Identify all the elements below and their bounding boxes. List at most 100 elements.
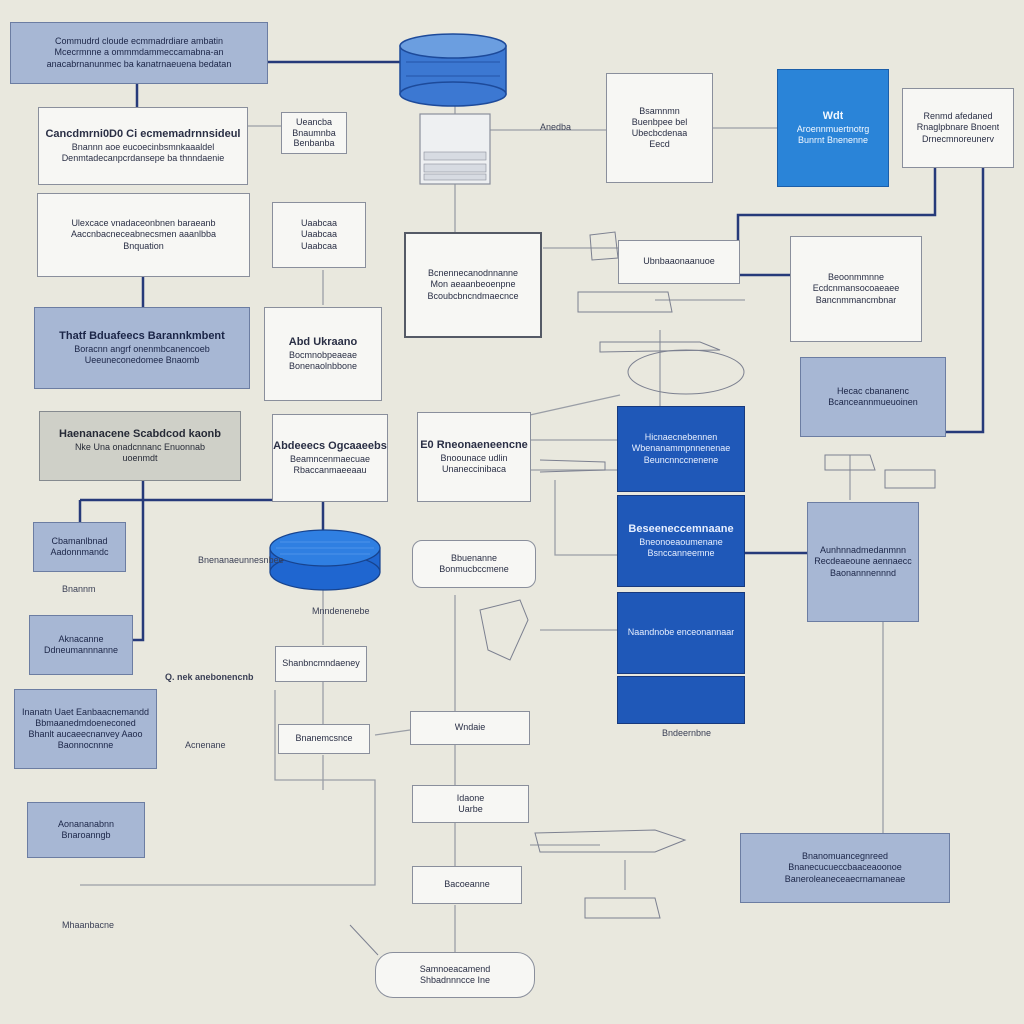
device-sketch xyxy=(599,341,721,353)
node-text: Wndaie xyxy=(454,722,486,733)
node-text: Cancdmrni0D0 Ci ecmemadrnnsideul xyxy=(45,127,241,140)
connector xyxy=(80,690,376,886)
node-text: anacabrnanunmec ba kanatrnaeuena bedatan xyxy=(46,58,232,69)
node-text: Unaneccinibaca xyxy=(441,463,507,474)
node-text: Baonannnennnd xyxy=(829,567,897,578)
node-text: uoenmdt xyxy=(122,452,158,463)
device-sketch xyxy=(589,231,619,261)
node-terminator-bottom: Samnoeacamend Shbadnnncce Ine xyxy=(375,952,535,998)
device-sketch xyxy=(534,829,687,853)
node-text: Beoonmmnne xyxy=(827,272,885,283)
connector xyxy=(133,480,145,642)
connector-label: Bndeernbne xyxy=(662,728,712,738)
device-sketch xyxy=(349,924,379,956)
connector xyxy=(946,168,985,434)
node-small-card: Ueancba Bnaumnba Benbanba xyxy=(281,112,347,154)
node-text: Naandnobe enceonannaar xyxy=(627,627,735,638)
node-text: Bnquation xyxy=(123,240,164,251)
node-right-mid: Hecac cbananenc Bcanceannmueuoinen xyxy=(800,357,946,437)
node-small-left-3: Aonananabnn Bnaroanngb xyxy=(27,802,145,858)
node-text: Ubecbcdenaa xyxy=(631,128,688,138)
node-text: Wdt xyxy=(822,109,844,122)
node-text: Bcnennecanodnnanne xyxy=(427,268,519,279)
connector-label: Bnenanaeunnesnbee xyxy=(198,555,284,565)
node-text: Hecac cbananenc xyxy=(836,385,910,396)
node-top-center-right: Bsamnmn Buenbpee bel Ubecbcdenaa Eecd xyxy=(606,73,713,183)
connector xyxy=(374,729,411,736)
node-mid-right: Beoonmmnne Ecdcnmansocoaeaee Bancnmmancm… xyxy=(790,236,922,342)
node-right-lower: Aunhnnadmedanmnn Recdeaeoune aennaecc Ba… xyxy=(807,502,919,622)
node-pill-center: Bbuenanne Bonmucbccmene xyxy=(412,540,536,588)
node-flow-step-4: Idaone Uarbe xyxy=(412,785,529,823)
node-text: Cbamanlbnad xyxy=(51,535,108,546)
node-text: Uaabcaa xyxy=(300,240,338,251)
node-text: Uarbe xyxy=(458,804,483,814)
device-sketch xyxy=(539,459,606,473)
node-text: Benbanba xyxy=(293,138,335,149)
node-text: Bnaroanngb xyxy=(61,830,111,840)
database-icon xyxy=(269,529,381,591)
node-text: Bonenaolnbbone xyxy=(288,360,358,371)
node-text: Baonnocnnne xyxy=(57,740,114,751)
node-flow-step-1: Shanbncmndaeney xyxy=(275,646,367,682)
node-text: Aonananabnn xyxy=(57,818,115,829)
connector-label: Mnndenenebe xyxy=(312,606,370,616)
node-text: Recdeaeoune aennaecc xyxy=(814,556,912,567)
node-text: Abdeeecs Ogcaaeebs xyxy=(273,439,387,452)
node-text: Ulexcace vnadaceonbnen baraeanb xyxy=(71,218,216,229)
node-text: Bhanlt aucaeecnanvey Aaoo xyxy=(28,729,143,739)
node-text: Bbmaanedmdoeneconed xyxy=(35,717,136,728)
node-text: Bsamnmn xyxy=(639,105,680,116)
node-text: Bnanemcsnce xyxy=(295,733,353,744)
device-sketch xyxy=(584,897,661,919)
node-text: Inanatn Uaet Eanbaacnemandd xyxy=(21,706,150,717)
node-text: Aunhnnadmedanmnn xyxy=(819,545,907,556)
node-text: E0 Rneonaeneencne xyxy=(420,438,528,451)
node-form-card: Uaabcaa Uaabcaa Uaabcaa xyxy=(272,202,366,268)
node-text: Bnoounace udlin xyxy=(440,452,508,463)
node-text: Nke Una onadcnnanc Enuonnab xyxy=(74,441,206,452)
node-text: Shbadnnncce Ine xyxy=(419,975,491,985)
node-text: Beamncenmaecuae xyxy=(289,453,371,464)
device-sketch xyxy=(884,469,936,489)
connector-label: Bnannm xyxy=(62,584,96,594)
connector xyxy=(554,480,620,556)
node-dark-blue-1: Hicnaecnebennen Wbenanammpnnenenae Beunc… xyxy=(617,406,745,492)
node-text: Aadonnmandc xyxy=(50,547,109,557)
node-small-left-1: Cbamanlbnad Aadonnmandc xyxy=(33,522,126,572)
database-disk-middle xyxy=(268,528,382,594)
node-flow-step-2: Wndaie xyxy=(410,711,530,745)
node-dark-blue-4 xyxy=(617,676,745,724)
node-text: Ecdcnmansocoaeaee xyxy=(812,283,900,294)
node-small-left-2: Aknacanne Ddneumannnanne xyxy=(29,615,133,675)
node-dark-blue-2: Beseeneccemnaane Bneonoeaoumenane Bsncca… xyxy=(617,495,745,587)
node-text: Bnanomuancegnreed xyxy=(801,851,889,862)
node-center-left: Abd Ukraano Bocmnobpeaeae Bonenaolnbbone xyxy=(264,307,382,401)
node-flow-step-3: Bnanemcsnce xyxy=(278,724,370,754)
node-top-left-header: Commudrd cloude ecmmadrdiare ambatin Mce… xyxy=(10,22,268,84)
database-cylinder-top xyxy=(398,32,508,108)
node-process-3: Thatf Bduafeecs Barannkmbent Boracnn ang… xyxy=(34,307,250,389)
node-text: Bnannn aoe eucoecinbsmnkaaaldel xyxy=(71,141,215,152)
node-dark-blue-3: Naandnobe enceonannaar xyxy=(617,592,745,674)
node-text: Baneroleaneceaecrnamaneae xyxy=(784,873,906,884)
node-text: Denmtadecanpcrdansepe ba thnndaenie xyxy=(61,152,225,163)
node-text: Wbenanammpnnenenae xyxy=(631,443,731,454)
node-text: Beseeneccemnaane xyxy=(628,522,734,535)
node-bottom-right: Bnanomuancegnreed Bnanecucueccbaaceaoono… xyxy=(740,833,950,903)
node-text: Commudrd cloude ecmmadrdiare ambatin xyxy=(54,36,224,47)
server-icon xyxy=(418,112,492,186)
node-center-2: Abdeeecs Ogcaaeebs Beamncenmaecuae Rbacc… xyxy=(272,414,388,502)
node-flow-step-5: Bacoeanne xyxy=(412,866,522,904)
node-process-1: Cancdmrni0D0 Ci ecmemadrnnsideul Bnannn … xyxy=(38,107,248,185)
node-text: Abd Ukraano xyxy=(288,335,358,348)
node-text: Drnecmnoreunerv xyxy=(921,133,995,144)
node-process-5: Inanatn Uaet Eanbaacnemandd Bbmaanedmdoe… xyxy=(14,689,157,769)
node-text: Bnaumnba xyxy=(292,127,336,138)
node-text: Mcecrmnne a ommmdammeccamabna-an xyxy=(54,47,224,58)
node-mid-center-right: Ubnbaaonaanuoe xyxy=(618,240,740,284)
node-text: Eecd xyxy=(649,139,670,150)
connector-label: Q. nek anebonencnb xyxy=(165,672,254,682)
